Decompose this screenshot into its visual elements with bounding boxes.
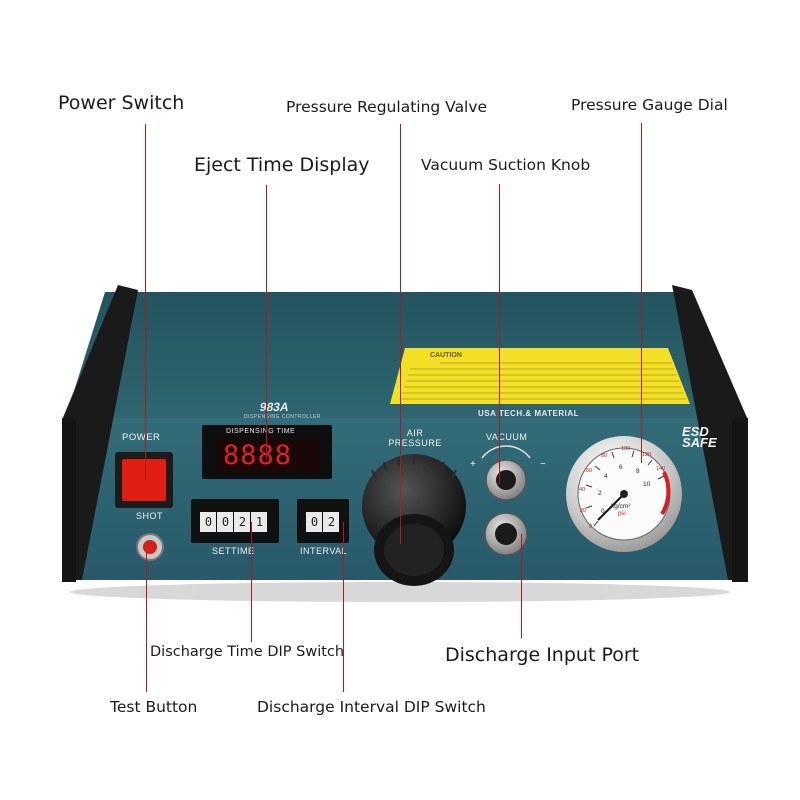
leader-pressure-gauge	[641, 123, 642, 463]
vacuum-label: VACUUM	[486, 432, 528, 442]
esd-safe-logo: ESD SAFE	[682, 424, 717, 450]
caution-sticker	[390, 348, 690, 404]
caution-title: CAUTION	[430, 352, 462, 359]
right-bracket	[672, 285, 748, 580]
gauge-inner-tick: 8	[636, 468, 640, 475]
gauge-inner-tick: 6	[619, 464, 623, 471]
leader-discharge-input	[521, 534, 522, 638]
device-model-label: 983A	[258, 400, 290, 414]
callout-test-button: Test Button	[110, 698, 198, 716]
callout-discharge-time-dip: Discharge Time DIP Switch	[150, 644, 345, 660]
power-label: POWER	[122, 432, 161, 443]
gauge-outer-tick: 120	[642, 452, 652, 458]
display-window	[216, 440, 318, 472]
gauge-red-arc	[660, 471, 671, 516]
device-shadow	[70, 582, 730, 602]
settime-label: SETTIME	[212, 546, 255, 556]
pressure-label: PRESSURE	[388, 438, 442, 448]
interval-label: INTERVAL	[300, 546, 348, 556]
settime-digit[interactable]: 2	[238, 515, 247, 529]
eject-time-display: 8888	[223, 440, 293, 471]
gauge-outer-tick: 60	[586, 468, 593, 474]
gauge-inner-tick: 2	[598, 490, 602, 497]
pressure-knob-ridges	[371, 455, 457, 479]
leader-pressure-valve	[400, 124, 401, 544]
leader-power-switch	[145, 124, 146, 480]
callout-discharge-input: Discharge Input Port	[445, 644, 640, 666]
gauge-outer-tick: 140	[656, 466, 666, 472]
callout-discharge-interval-dip: Discharge Interval DIP Switch	[257, 698, 486, 716]
gauge-unit-kg: kg/cm²	[611, 503, 631, 510]
interval-digit[interactable]: 0	[310, 515, 319, 529]
esd-label: ESD	[682, 424, 709, 439]
device-model-sublabel: DISPENSING CONTROLLER	[244, 414, 321, 420]
gauge-inner-tick: 10	[643, 481, 651, 488]
callout-pressure-gauge: Pressure Gauge Dial	[571, 96, 728, 114]
brand-label: USA TECH.& MATERIAL	[478, 409, 580, 418]
air-label: AIR	[406, 428, 424, 438]
vacuum-plus-label: +	[470, 459, 476, 470]
callout-power-switch: Power Switch	[58, 92, 185, 114]
gauge-needle	[597, 493, 625, 521]
settime-wheels	[200, 512, 267, 532]
callout-pressure-valve: Pressure Regulating Valve	[286, 98, 488, 116]
leader-discharge-interval	[343, 522, 344, 692]
settime-digit[interactable]: 0	[204, 515, 213, 529]
gauge-outer-tick: 20	[580, 508, 587, 514]
caution-sticker-lines	[400, 362, 686, 400]
leader-test-button	[146, 552, 147, 692]
safe-label: SAFE	[682, 435, 717, 450]
gauge-inner-tick: 0	[601, 508, 605, 515]
gauge-outer-tick: 40	[579, 487, 586, 493]
gauge-ticks	[585, 450, 665, 527]
gauge-unit-psi: psi	[618, 511, 626, 517]
callout-vacuum-knob: Vacuum Suction Knob	[421, 156, 591, 174]
air-pressure-label: AIR PRESSURE	[380, 428, 450, 448]
leader-vacuum-knob	[499, 184, 500, 484]
settime-digit[interactable]: 1	[255, 515, 264, 529]
leader-eject-time	[266, 185, 267, 460]
vacuum-minus-label: −	[540, 459, 546, 470]
settime-digit[interactable]: 0	[221, 515, 230, 529]
gauge-inner-tick: 4	[604, 473, 608, 480]
interval-wheels	[306, 512, 339, 532]
callout-eject-time: Eject Time Display	[194, 154, 370, 176]
shot-label: SHOT	[136, 511, 164, 521]
power-button	[122, 459, 166, 501]
dispensing-time-label: DISPENSING TIME	[226, 428, 296, 435]
left-bracket	[62, 285, 138, 580]
leader-discharge-time	[251, 522, 252, 642]
shot-button	[143, 540, 157, 554]
interval-digit[interactable]: 2	[327, 515, 336, 529]
gauge-outer-tick: 100	[621, 446, 631, 452]
gauge-outer-tick: 80	[601, 453, 608, 459]
gauge-outer-tick: 0	[589, 524, 593, 530]
